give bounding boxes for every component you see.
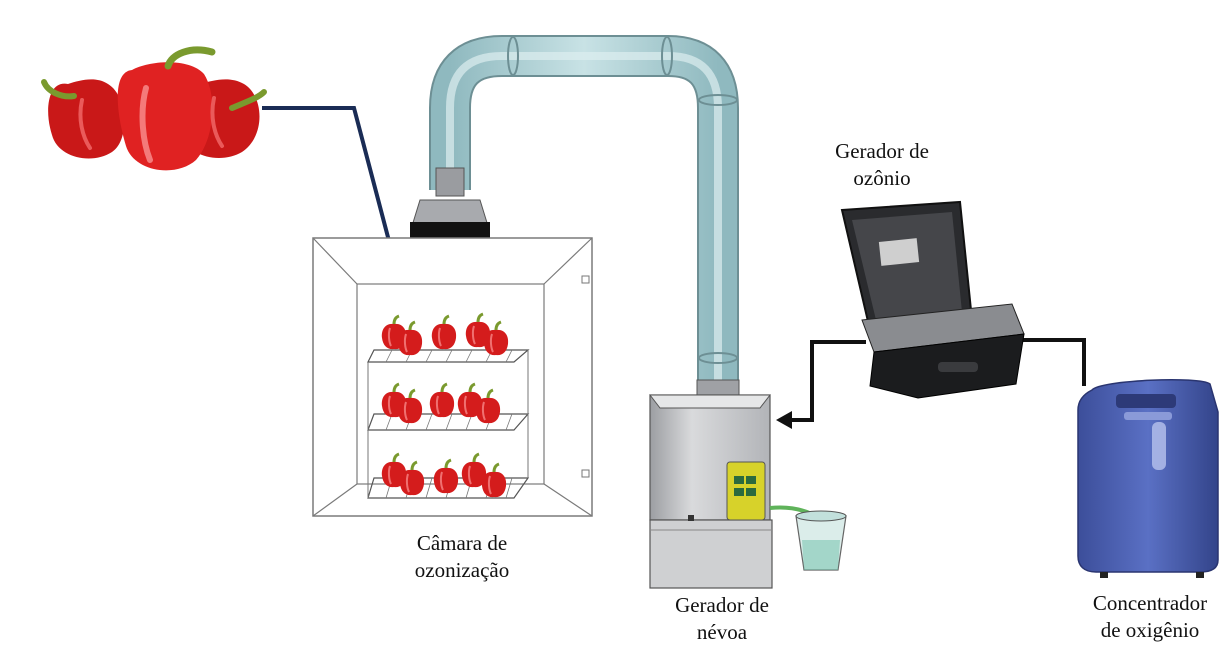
ozone-generator-label-line-1: Gerador de [835, 139, 929, 163]
ozone-to-mist-arrowhead [776, 411, 792, 429]
pepper-to-chamber-connector [262, 106, 406, 299]
ozone-generator-label-line-2: ozônio [853, 166, 911, 190]
mist-generator-label: Gerador de névoa [632, 592, 812, 646]
oxygen-concentrator-label-line-1: Concentrador [1092, 591, 1208, 615]
mist-generator-label-line-2: névoa [696, 620, 748, 644]
mist-generator-icon [648, 379, 847, 589]
chamber-hood [410, 167, 490, 238]
chamber-label-line-2: ozonização [414, 558, 510, 582]
bell-pepper-icon [41, 46, 267, 171]
ozone-generator-label: Gerador de ozônio [792, 138, 972, 192]
mist-pipe [429, 35, 739, 380]
ozone-to-mist-connector [790, 340, 866, 422]
ozonation-chamber-icon [312, 237, 593, 517]
chamber-label-line-1: Câmara de [416, 531, 508, 555]
oxygen-concentrator-label: Concentrador de oxigênio [1070, 590, 1225, 644]
oxygen-concentrator-icon [1077, 379, 1219, 578]
oxygen-concentrator-label-line-2: de oxigênio [1100, 618, 1200, 642]
ozone-generator-icon [840, 200, 1025, 399]
mist-generator-label-line-1: Gerador de [675, 593, 769, 617]
oxygen-to-ozone-connector [1016, 338, 1086, 386]
chamber-label: Câmara de ozonização [372, 530, 552, 584]
